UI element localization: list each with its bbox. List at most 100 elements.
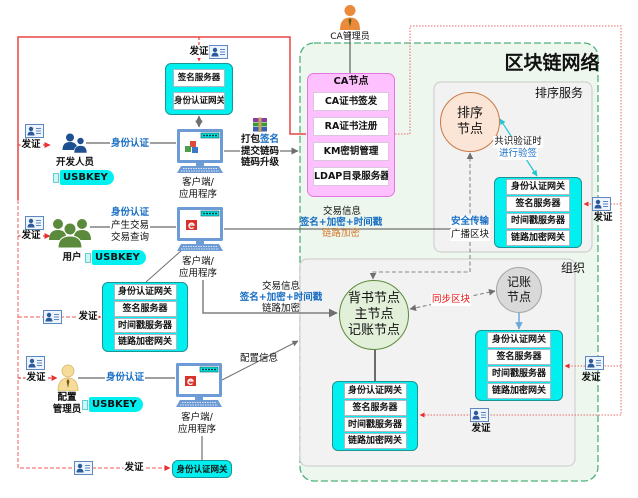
issue-cert-label: 发证 xyxy=(25,372,47,384)
developer-label: 开发人员 xyxy=(55,157,95,168)
client-label: 客户端/ xyxy=(182,256,214,267)
gateway-item: 链路加密网关 xyxy=(486,383,552,399)
certificate-icon xyxy=(25,216,44,230)
network-title: 区块链网络 xyxy=(504,52,600,74)
endorser-peer-node: 背书节点 主节点 记账节点 xyxy=(339,280,409,350)
link-client2-peer xyxy=(202,280,338,318)
issue-cert-label: 发证 xyxy=(593,212,613,223)
committer-gateway-stack: 身份认证网关 签名服务器 时间戳服务器 链路加密网关 xyxy=(475,330,563,401)
transaction-info-label: 交易信息 xyxy=(261,281,301,292)
ca-item-cert-issue: CA证书签发 xyxy=(313,92,389,111)
orderer-node-line: 节点 xyxy=(456,122,483,137)
peer-node-line: 主节点 xyxy=(354,307,394,322)
config-admin-usbkey-badge: USBKEY xyxy=(82,397,143,412)
user-usbkey-badge: USBKEY xyxy=(85,250,146,265)
config-admin-auth-label: 身份认证 xyxy=(104,372,146,384)
link-sync-block-dashed xyxy=(409,289,496,311)
gateway-item: 身份认证网关 xyxy=(486,332,552,348)
transaction-security-label: 签名+加密+时间戳 xyxy=(239,292,323,303)
package-archive-icon xyxy=(253,117,267,132)
developer-usbkey-badge: USBKEY xyxy=(53,170,114,185)
cert-line-main xyxy=(17,36,306,200)
developer-group-icon xyxy=(62,133,88,153)
ca-item-ra-register: RA证书注册 xyxy=(313,117,389,136)
issue-cert-label: 发证 xyxy=(77,311,99,323)
secure-transfer-label: 安全传输 xyxy=(449,216,491,228)
peer-node-line: 背书节点 xyxy=(347,291,400,306)
gateway-item: 时间戳服务器 xyxy=(343,416,407,433)
usbkey-label: USBKEY xyxy=(60,170,114,185)
certificate-icon xyxy=(470,408,489,422)
ca-node-title: CA节点 xyxy=(333,76,369,87)
sign-server-item: 签名服务器 xyxy=(172,68,226,87)
package-sign-label: 打包签名 xyxy=(241,134,279,146)
gateway-item: 身份认证网关 xyxy=(505,179,571,195)
sign-label: 签名 xyxy=(260,134,280,145)
certificate-icon xyxy=(43,310,62,324)
orderer-node-line: 排序 xyxy=(456,106,483,121)
organization-title: 组织 xyxy=(560,261,586,275)
link-client2-gateway xyxy=(145,249,183,283)
gateway-item: 签名服务器 xyxy=(343,399,407,416)
config-admin-label: 管理员 xyxy=(52,404,82,415)
usb-plug-icon xyxy=(85,252,91,263)
submit-chaincode-label: 提交链码 xyxy=(239,146,281,158)
transaction-info-label: 交易信息 xyxy=(322,206,362,217)
verify-signature-label: 进行验签 xyxy=(497,148,539,160)
certificate-icon xyxy=(592,197,611,211)
client-label: 客户端/ xyxy=(182,177,214,188)
usb-plug-icon xyxy=(53,172,59,183)
issue-cert-label: 发证 xyxy=(188,46,210,58)
gateway-item: 链路加密网关 xyxy=(343,433,407,449)
package-label: 打包 xyxy=(240,134,260,145)
developer-client-computer-icon xyxy=(177,129,223,173)
certificate-icon xyxy=(585,356,604,370)
user-client-computer-icon xyxy=(177,207,223,251)
ca-node: CA节点 CA证书签发 RA证书注册 KM密钥管理 LDAP目录服务器 xyxy=(307,73,395,197)
config-info-label: 配置信息 xyxy=(239,353,279,364)
gateway-item: 身份认证网关 xyxy=(113,284,177,300)
bottom-gateway-label: 身份认证网关 xyxy=(176,465,228,475)
committer-node-line: 记账 xyxy=(506,275,531,289)
link-encryption-label: 链路加密 xyxy=(321,228,361,239)
gateway-item: 签名服务器 xyxy=(486,349,552,365)
client-label: 客户端/ xyxy=(181,412,213,423)
certificate-icon xyxy=(25,124,44,138)
usbkey-label: USBKEY xyxy=(92,250,146,265)
gateway-item: 链路加密网关 xyxy=(505,230,571,246)
consensus-label: 共识验证时 xyxy=(493,136,543,148)
identity-gateway-item: 身份认证网关 xyxy=(172,91,226,110)
gateway-item: 时间戳服务器 xyxy=(486,366,552,382)
gateway-item: 链路加密网关 xyxy=(113,334,177,350)
config-client-computer-icon xyxy=(176,363,222,407)
link-client3-network xyxy=(221,340,299,381)
gateway-item: 签名服务器 xyxy=(113,300,177,317)
gateway-item: 时间戳服务器 xyxy=(505,213,571,229)
client-label: 应用程序 xyxy=(178,268,218,279)
config-admin-person-icon xyxy=(57,364,79,391)
ca-admin-person-icon xyxy=(340,5,360,30)
orderer-gateway-stack: 身份认证网关 签名服务器 时间戳服务器 链路加密网关 xyxy=(494,177,582,248)
user-label: 用户 xyxy=(62,252,82,263)
cert-line-left-lower xyxy=(17,200,171,471)
usb-plug-icon xyxy=(82,399,88,410)
link-encryption-label: 链路加密 xyxy=(261,303,301,314)
certificate-icon xyxy=(209,45,228,59)
link-orderer-peer-dashed xyxy=(369,152,474,280)
client-label: 应用程序 xyxy=(178,189,218,200)
issue-cert-label: 发证 xyxy=(581,372,601,383)
transaction-security-label: 签名+加密+时间戳 xyxy=(299,217,383,228)
usbkey-label: USBKEY xyxy=(89,397,143,412)
ca-item-ldap-server: LDAP目录服务器 xyxy=(313,167,389,186)
orderer-service-title: 排序服务 xyxy=(534,86,584,100)
query-transaction-label: 交易查询 xyxy=(109,232,151,244)
issue-cert-label: 发证 xyxy=(20,139,42,151)
issue-cert-label: 发证 xyxy=(20,230,42,242)
gateway-item: 身份认证网关 xyxy=(343,383,407,399)
ca-item-key-management: KM密钥管理 xyxy=(313,142,389,161)
issue-cert-label: 发证 xyxy=(471,423,491,434)
peer-gateway-stack: 身份认证网关 签名服务器 时间戳服务器 链路加密网关 xyxy=(332,381,418,451)
committer-node: 记账 节点 xyxy=(496,267,542,313)
committer-node-line: 节点 xyxy=(506,290,531,304)
